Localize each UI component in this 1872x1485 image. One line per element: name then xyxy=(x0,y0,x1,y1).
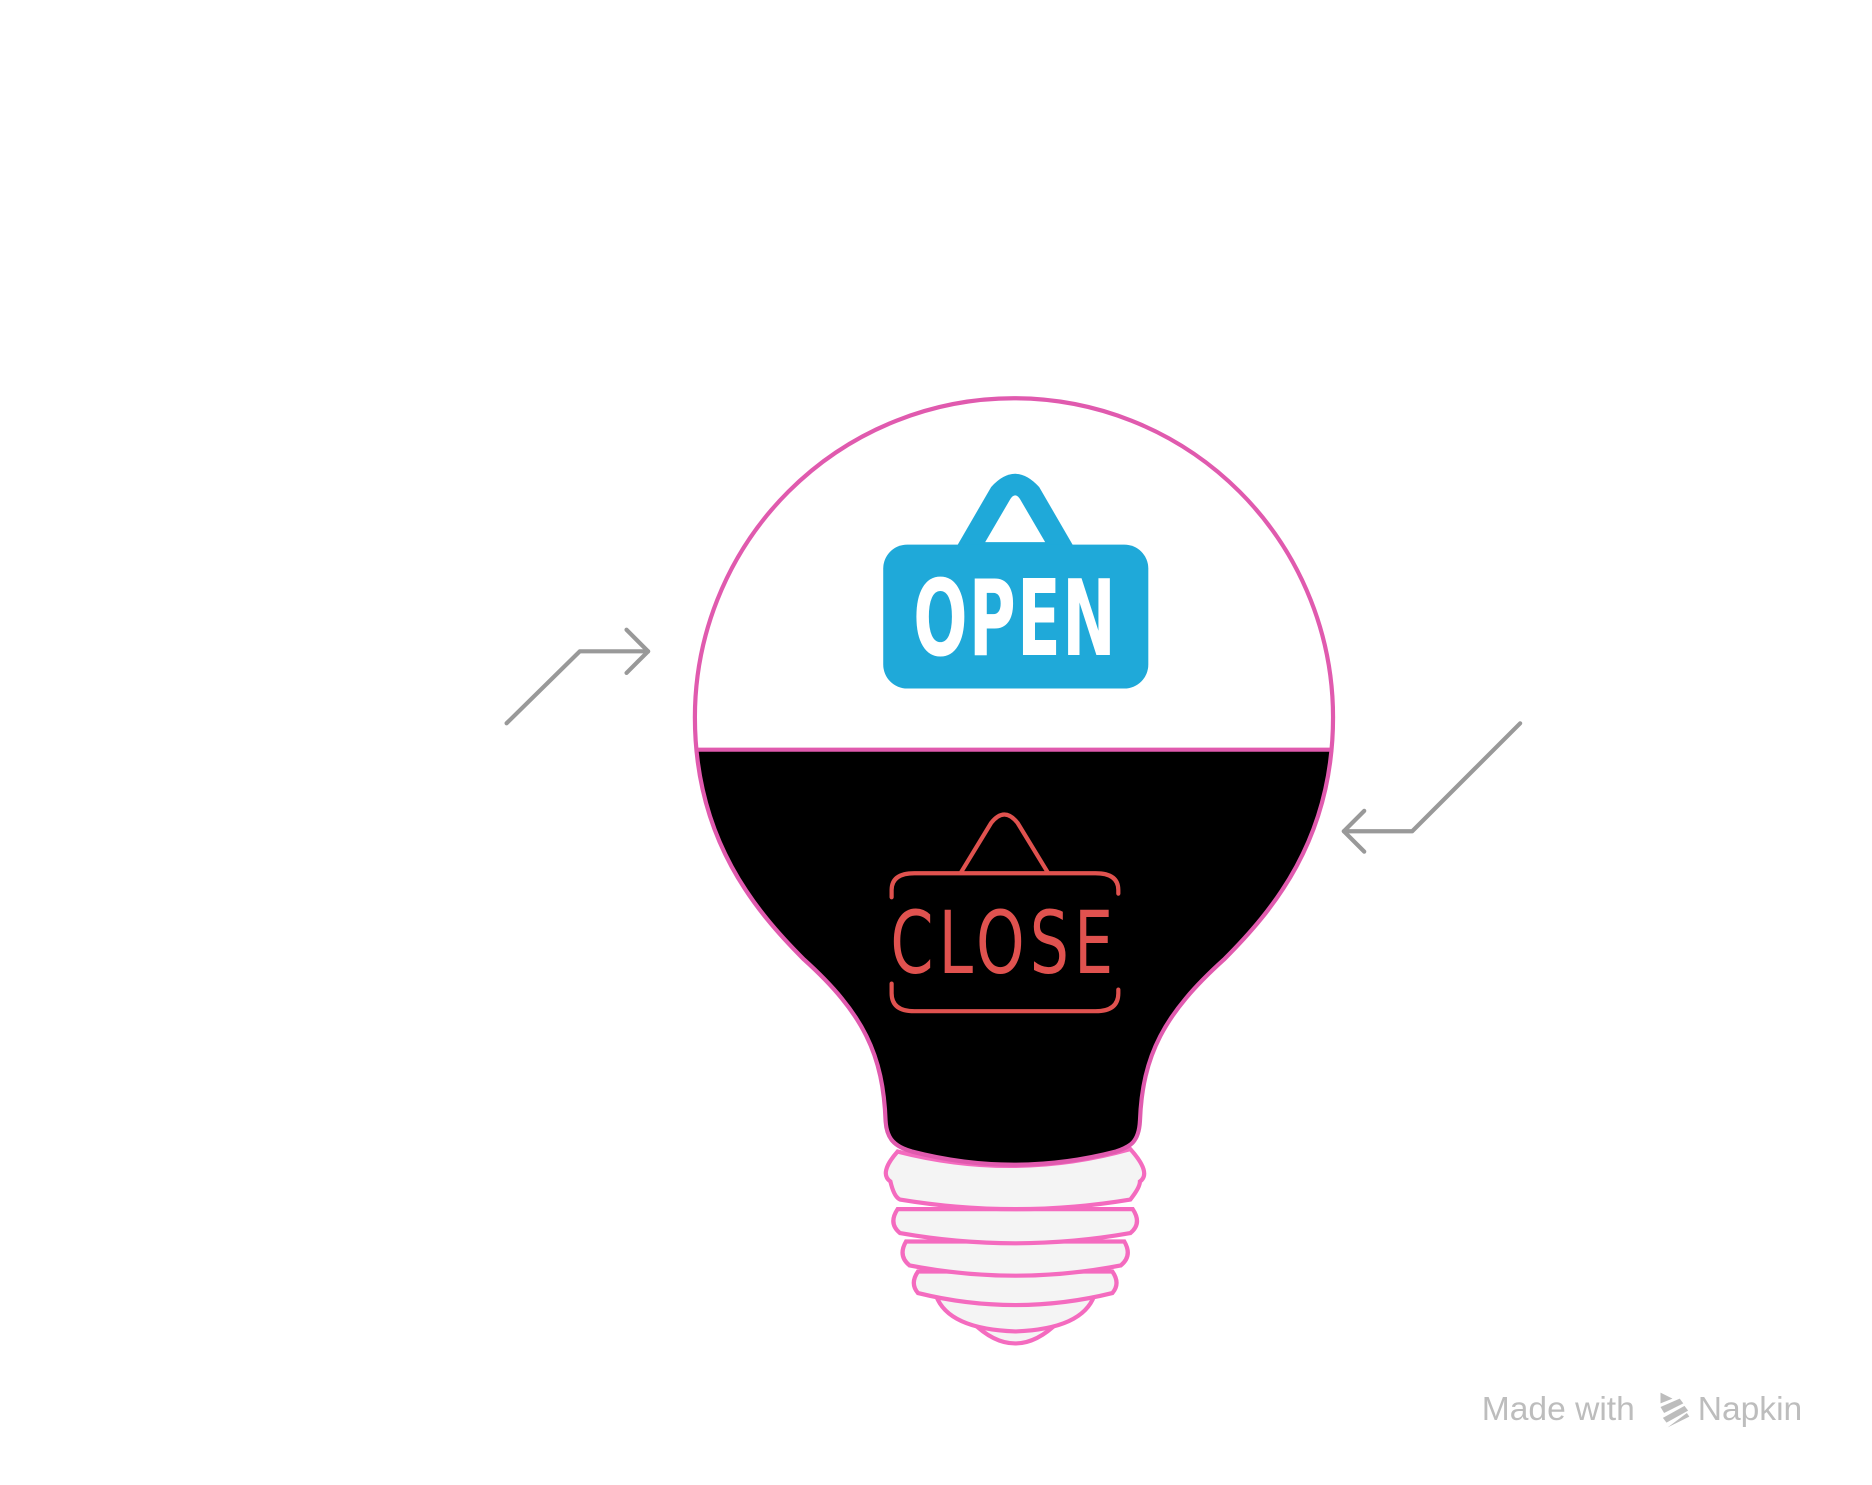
open-sign-icon: OPEN xyxy=(883,473,1149,689)
bulb-base xyxy=(883,1146,1147,1346)
watermark-brand: Napkin xyxy=(1698,1391,1803,1428)
watermark: Made with Napkin xyxy=(1482,1391,1802,1428)
close-sign-icon: CLOSE xyxy=(889,812,1121,1014)
arrow-in-icon xyxy=(504,627,651,726)
watermark-prefix: Made with xyxy=(1482,1391,1635,1428)
close-sign-label: CLOSE xyxy=(890,894,1118,994)
arrow-out-icon xyxy=(1341,721,1523,854)
bulb xyxy=(695,398,1333,1164)
napkin-logo-icon xyxy=(1660,1392,1690,1428)
open-sign-label: OPEN xyxy=(913,557,1117,680)
